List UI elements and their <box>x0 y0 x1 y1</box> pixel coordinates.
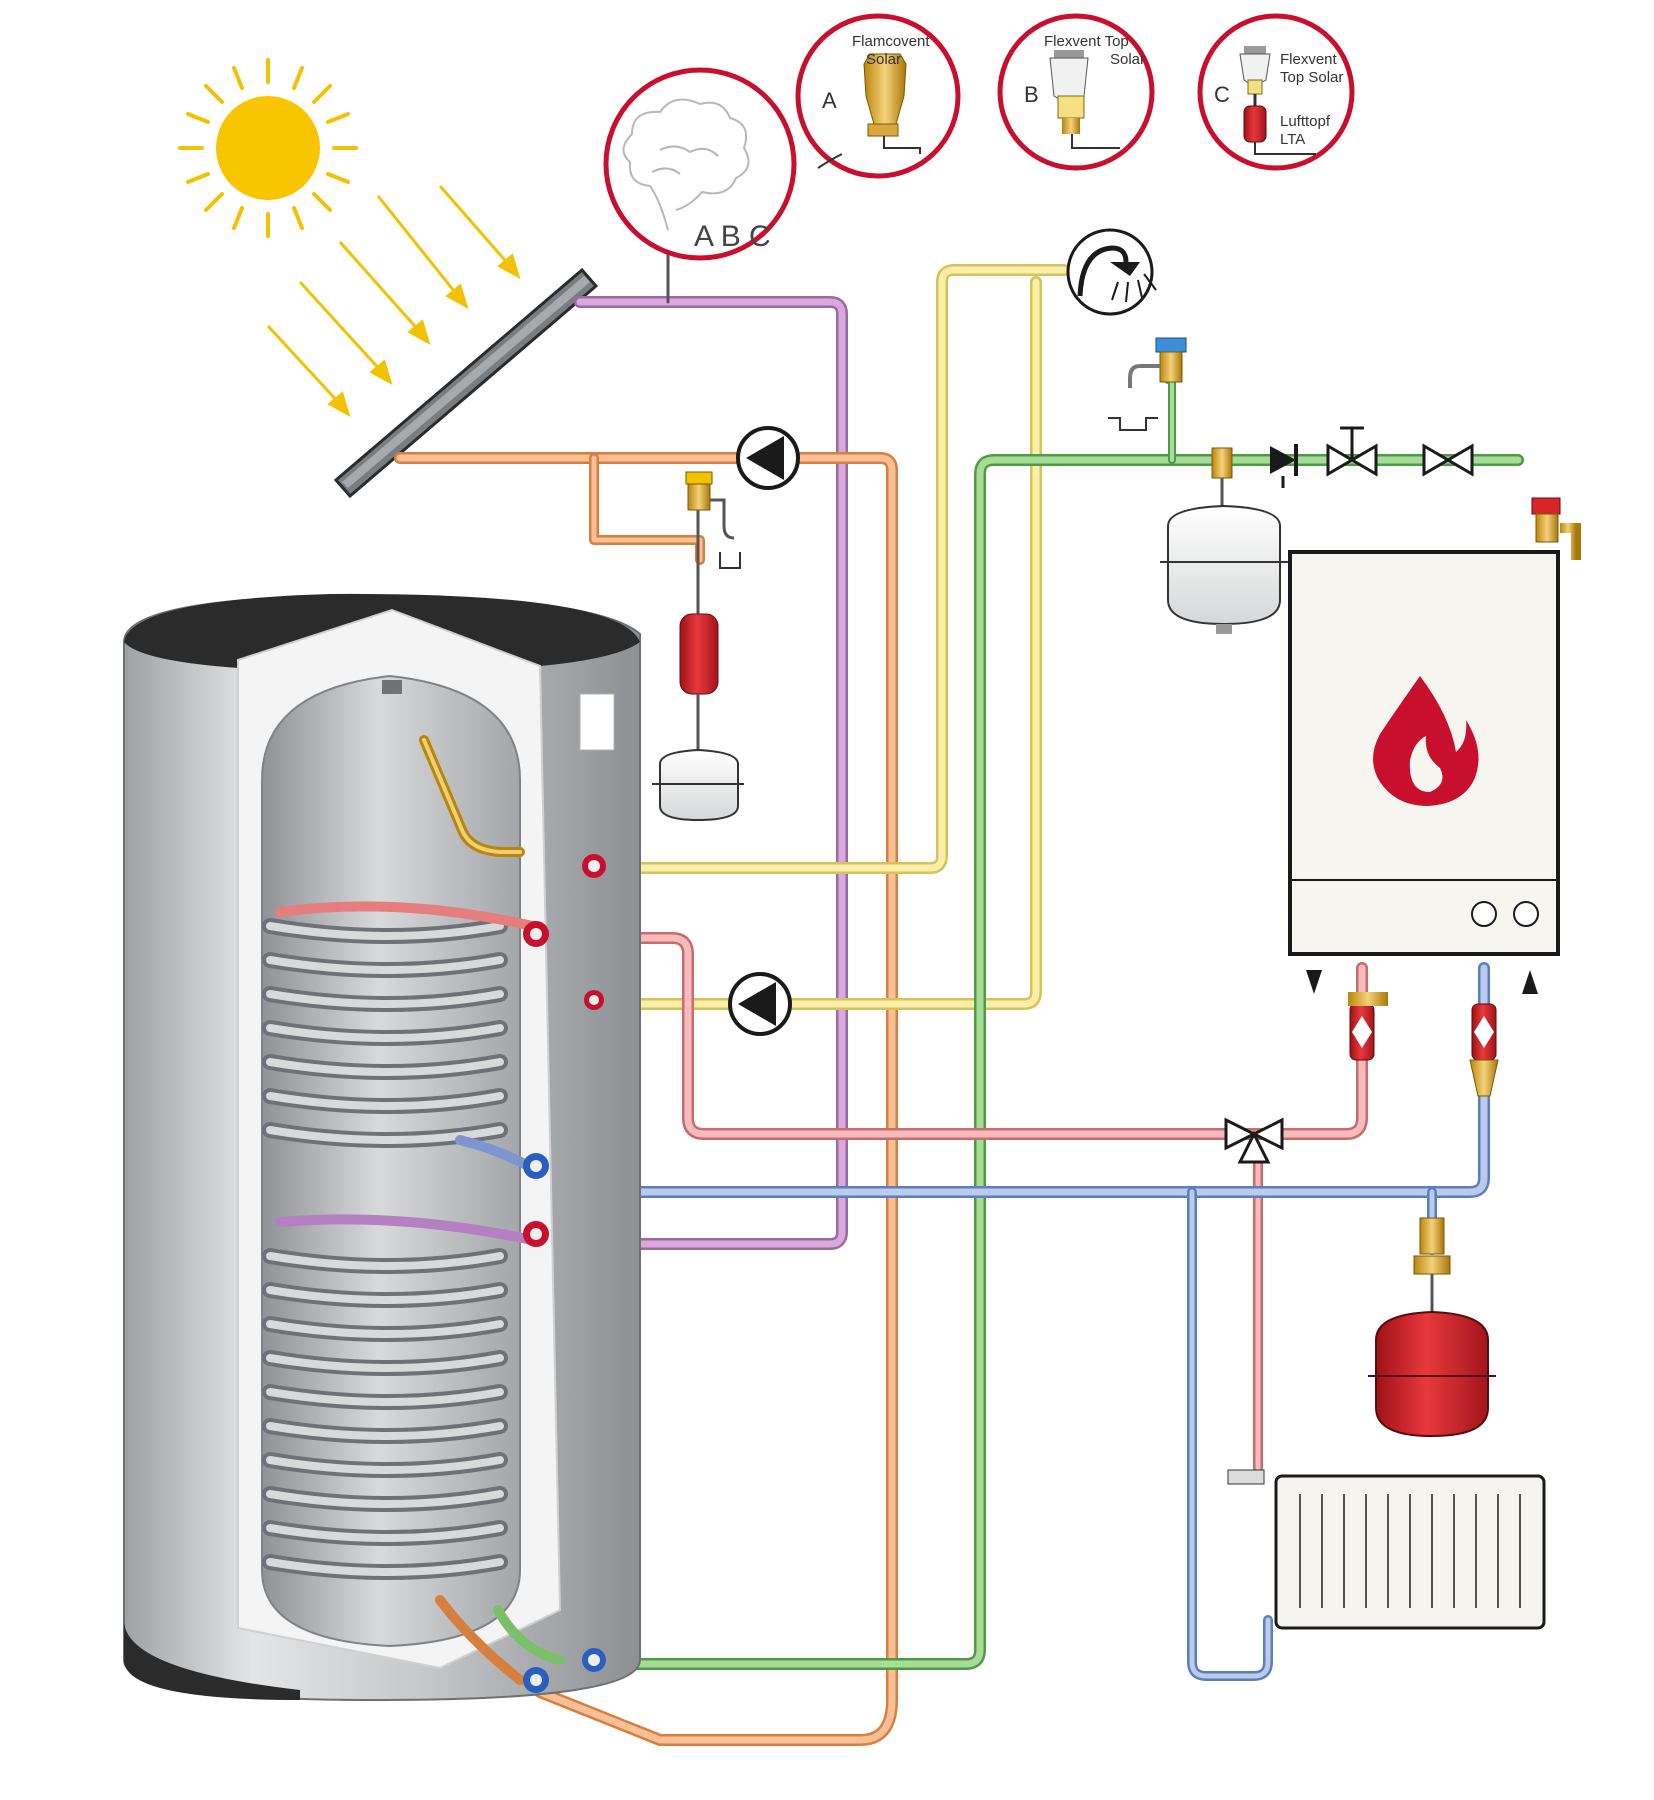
sunlight-arrows <box>266 185 521 418</box>
vent-callout-label: A B C <box>694 220 771 253</box>
boiler-flow-fittings <box>1348 992 1388 1061</box>
check-valve-icon <box>1270 444 1298 488</box>
three-way-valve <box>1224 1117 1284 1164</box>
callout-c-line2: Top Solar <box>1280 69 1343 86</box>
connection-solar-flow <box>523 1221 549 1247</box>
pipe-heating-flow <box>540 932 1368 1473</box>
callout-b: B Flexvent Top Solar <box>997 13 1155 171</box>
callout-b-line1: Flexvent Top <box>1044 33 1129 50</box>
callout-c-letter: C <box>1214 82 1230 107</box>
shower-icon <box>1066 228 1157 316</box>
connection-cold-water-inlet <box>582 1648 606 1672</box>
connection-circulation <box>584 990 604 1010</box>
boiler <box>1288 550 1560 956</box>
radiator-icon <box>1227 1469 1546 1630</box>
flow-arrows <box>1306 970 1538 994</box>
expansion-vessel-icon <box>652 613 744 822</box>
safety-valve-icon <box>1531 497 1581 560</box>
callout-a-line1: Flamcovent <box>852 33 930 50</box>
connection-heating-return <box>523 1153 549 1179</box>
pump-icon <box>736 426 800 490</box>
vent-callout: A B C <box>603 67 797 261</box>
valve-icon <box>1326 426 1378 477</box>
pipe-solar-return <box>394 452 898 1746</box>
connection-solar-return <box>523 1667 549 1693</box>
callout-c: C Flexvent Top Solar Lufttopf LTA <box>1197 13 1355 171</box>
heat-exchanger-coil-lower <box>262 1214 565 1685</box>
expansion-vessel-icon <box>1160 447 1288 634</box>
callout-c-line4: LTA <box>1280 131 1305 148</box>
safety-valve-icon <box>685 471 741 620</box>
connection-hot-water-outlet <box>582 854 606 878</box>
connection-heating-flow <box>523 921 549 947</box>
callout-b-letter: B <box>1024 82 1039 107</box>
tank-connections <box>523 854 606 1693</box>
flame-icon <box>1373 676 1479 806</box>
callout-c-line3: Lufttopf <box>1280 113 1331 130</box>
boiler-return-fittings <box>1469 1003 1499 1097</box>
safety-valve-icon <box>1108 337 1187 431</box>
callout-c-line1: Flexvent <box>1280 51 1338 68</box>
pipe-hot-water <box>602 264 1070 1010</box>
expansion-vessel-icon <box>1368 1217 1496 1438</box>
callout-b-line2: Solar <box>1110 51 1145 68</box>
solar-collector <box>333 267 599 499</box>
valve-icon <box>1422 443 1474 477</box>
sun-icon <box>178 58 358 238</box>
pump-icon <box>728 972 792 1036</box>
callout-a: A Flamcovent Solar <box>795 13 961 179</box>
callout-a-letter: A <box>822 88 837 113</box>
callout-a-line2: Solar <box>866 51 901 68</box>
